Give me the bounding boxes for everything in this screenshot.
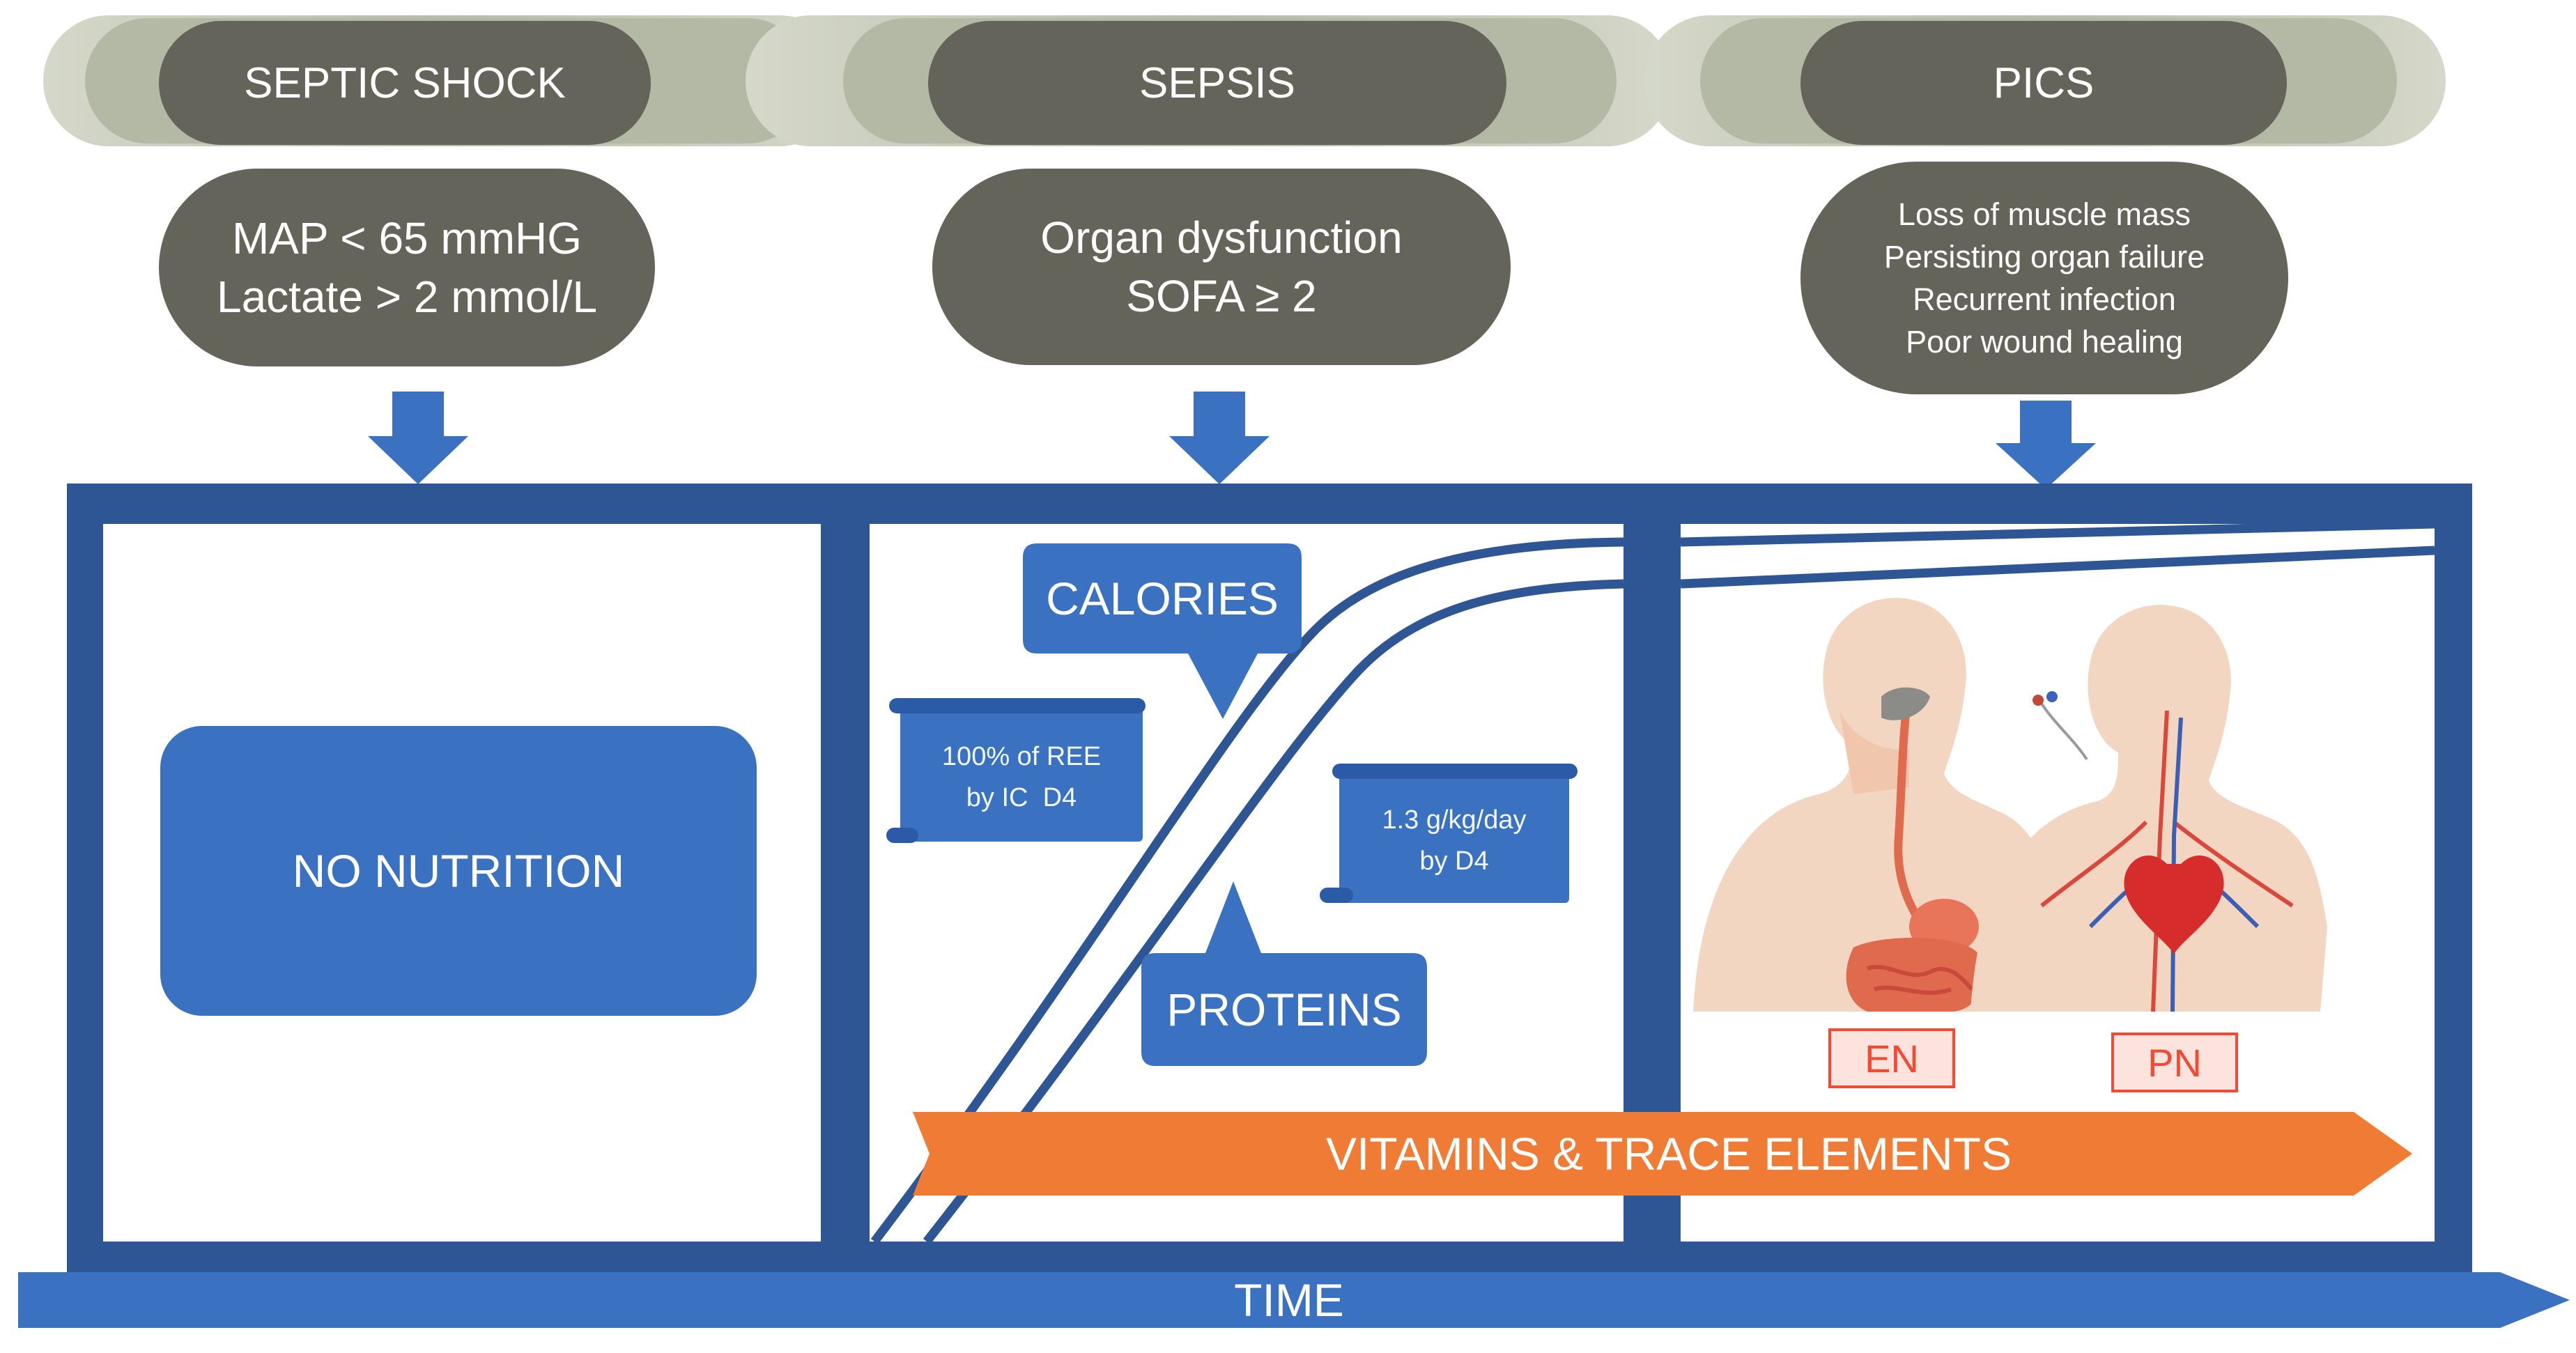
intake-curves-plateau <box>1681 524 2435 589</box>
no-nutrition-box <box>160 726 757 1016</box>
proteins-target-line: by D4 <box>1419 846 1489 876</box>
intake-curves <box>870 537 1624 1242</box>
criterion-text: MAP < 65 mmHG <box>231 212 583 263</box>
proteins-target-line: 1.3 g/kg/day <box>1382 805 1527 835</box>
sepsis-criteria-pill <box>932 169 1511 365</box>
proteins-target-scroll <box>1320 764 1578 903</box>
criterion-text: Organ dysfunction <box>1040 212 1403 263</box>
calories-callout <box>1023 543 1302 719</box>
calories-target-scroll <box>886 698 1146 843</box>
criterion-text: Lactate > 2 mmol/L <box>216 272 598 322</box>
septic-shock-pill <box>159 21 651 145</box>
sepsis-pill <box>928 21 1506 145</box>
sepsis-title: SEPSIS <box>1139 59 1295 107</box>
septic-shock-title: SEPTIC SHOCK <box>244 59 566 107</box>
enteral-nutrition-figure <box>1693 598 2056 1012</box>
pics-criteria-pill <box>1800 162 2288 394</box>
criterion-text: Poor wound healing <box>1906 324 2183 360</box>
down-arrow-icon <box>368 392 468 484</box>
down-arrows <box>368 392 2096 489</box>
pics-criteria: Loss of muscle mass Persisting organ fai… <box>1800 162 2288 394</box>
calories-label: CALORIES <box>1046 573 1279 624</box>
vitamins-arrow <box>913 1112 2412 1196</box>
proteins-callout <box>1141 881 1427 1066</box>
sepsis-criteria: Organ dysfunction SOFA ≥ 2 <box>932 169 1511 365</box>
parenteral-nutrition-figure <box>1970 605 2327 1012</box>
pics-pill <box>1800 21 2287 145</box>
criterion-text: SOFA ≥ 2 <box>1126 271 1317 321</box>
septic-shock-criteria: MAP < 65 mmHG Lactate > 2 mmol/L <box>159 169 655 366</box>
en-label-box <box>1828 1028 1955 1088</box>
time-axis-label: TIME <box>1234 1274 1344 1326</box>
criterion-text: Loss of muscle mass <box>1897 196 2191 232</box>
calories-target-line: by IC D4 <box>966 783 1077 812</box>
down-arrow-icon <box>1169 392 1270 484</box>
pics-title: PICS <box>1993 59 2095 107</box>
down-arrow-icon <box>1996 401 2096 489</box>
criterion-text: Persisting organ failure <box>1883 238 2205 275</box>
time-arrow <box>18 1272 2570 1328</box>
vitamins-label: VITAMINS & TRACE ELEMENTS <box>1325 1128 2012 1180</box>
calories-target-line: 100% of REE <box>941 742 1102 772</box>
proteins-label: PROTEINS <box>1166 984 1402 1035</box>
calories-target: 100% of REE by IC D4 <box>900 713 1143 842</box>
criterion-text: Recurrent infection <box>1913 281 2176 317</box>
no-nutrition-label: NO NUTRITION <box>292 845 625 897</box>
septic-shock-criteria-pill <box>159 169 655 366</box>
proteins-target: 1.3 g/kg/day by D4 <box>1339 779 1569 903</box>
pn-label: PN <box>2147 1040 2202 1085</box>
pn-label-box <box>2111 1033 2238 1092</box>
en-label: EN <box>1865 1036 1919 1081</box>
